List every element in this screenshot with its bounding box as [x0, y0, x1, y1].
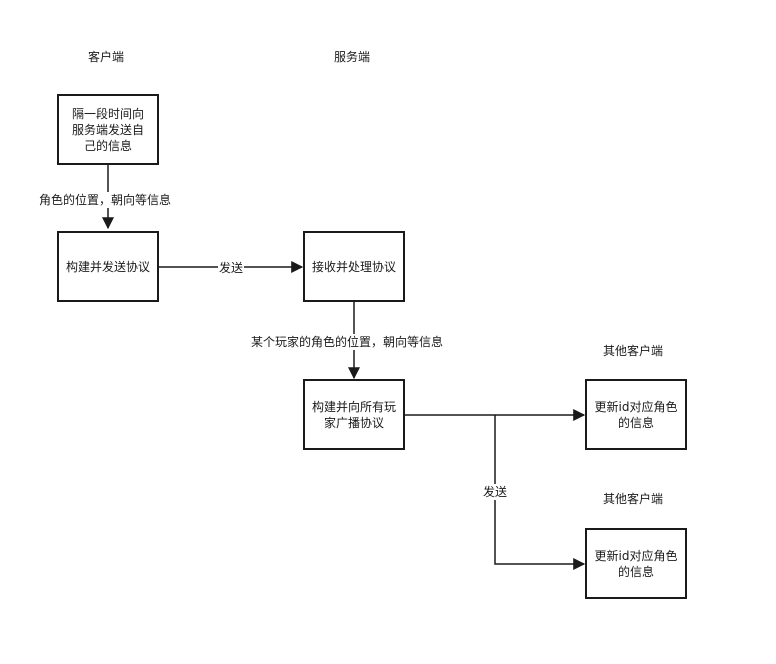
edge-label-send-1: 发送 — [218, 260, 245, 276]
node-update-1[interactable]: 更新id对应角色的信息 — [585, 379, 687, 450]
node-build-send[interactable]: 构建并发送协议 — [57, 231, 159, 302]
edge-label-send-2: 发送 — [482, 484, 509, 500]
node-update-2[interactable]: 更新id对应角色的信息 — [585, 528, 687, 599]
edge-label-player-role-pos-dir: 某个玩家的角色的位置，朝向等信息 — [250, 334, 445, 350]
server-header: 服务端 — [334, 50, 371, 64]
node-update-1-text: 更新id对应角色的信息 — [594, 399, 678, 430]
node-build-broadcast[interactable]: 构建并向所有玩家广播协议 — [303, 379, 405, 450]
node-build-send-text: 构建并发送协议 — [66, 259, 151, 274]
connector-broadcast-to-update-2 — [494, 415, 586, 570]
node-receive-process-text: 接收并处理协议 — [312, 259, 397, 274]
node-update-2-text: 更新id对应角色的信息 — [594, 548, 678, 579]
other-client-header-2: 其他客户端 — [603, 492, 664, 506]
node-send-self-info[interactable]: 隔一段时间向服务端发送自己的信息 — [57, 94, 159, 165]
client-header: 客户端 — [88, 50, 125, 64]
node-receive-process[interactable]: 接收并处理协议 — [303, 231, 405, 302]
edge-label-role-pos-dir: 角色的位置，朝向等信息 — [38, 192, 173, 208]
node-build-broadcast-text: 构建并向所有玩家广播协议 — [312, 399, 397, 430]
node-send-self-info-text: 隔一段时间向服务端发送自己的信息 — [71, 106, 144, 153]
other-client-header-1: 其他客户端 — [603, 344, 664, 358]
